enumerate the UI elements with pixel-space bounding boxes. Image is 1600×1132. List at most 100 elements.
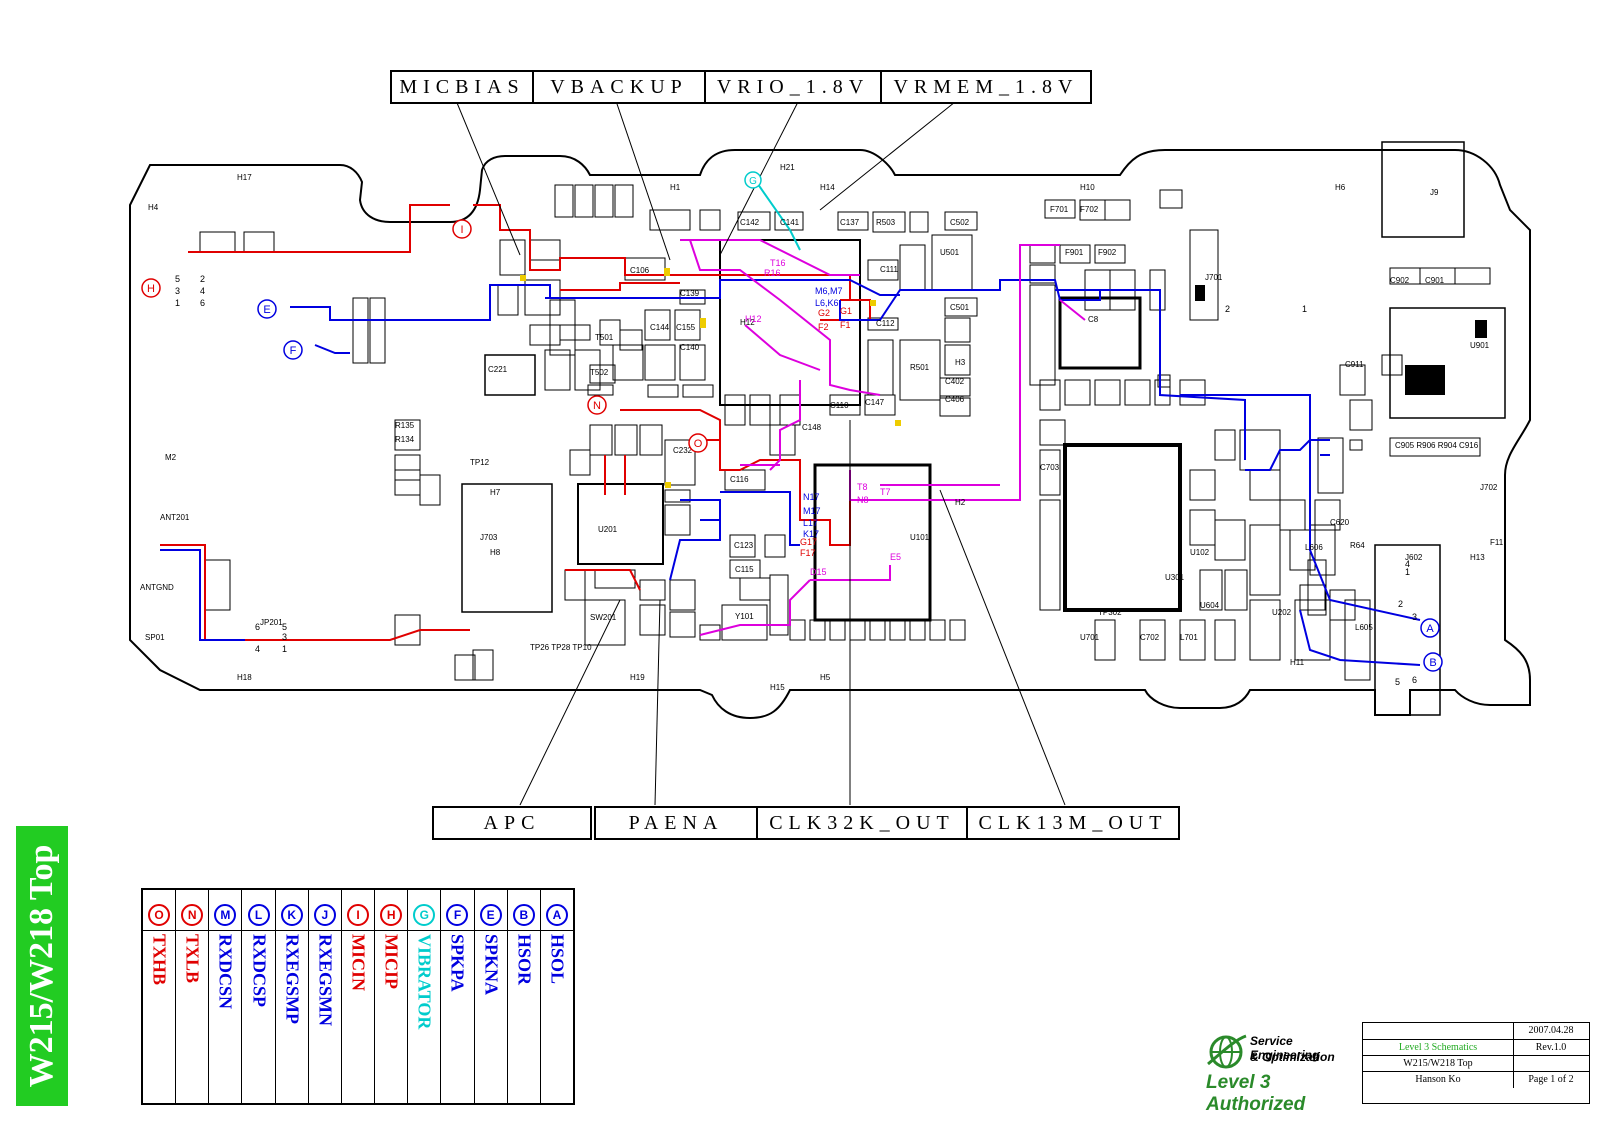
- logo-line-2: & Optimization: [1250, 1050, 1335, 1064]
- svg-text:5: 5: [282, 622, 287, 632]
- legend-col-spkpa: F SPKPA: [441, 890, 475, 1103]
- svg-text:M6,M7: M6,M7: [815, 286, 843, 296]
- svg-text:C115: C115: [735, 565, 754, 574]
- legend-marker: B: [512, 904, 535, 926]
- svg-text:C144: C144: [650, 323, 670, 332]
- svg-text:G2: G2: [818, 308, 830, 318]
- board-marker-n: N: [587, 395, 607, 415]
- svg-text:4: 4: [1405, 559, 1410, 569]
- svg-text:U604: U604: [1200, 601, 1220, 610]
- board-marker-g: G: [744, 171, 762, 189]
- legend-label: RXDCSP: [249, 934, 270, 1008]
- svg-text:H7: H7: [490, 488, 501, 497]
- service-engineering-logo: Service Engineering & Optimization Level…: [1200, 1030, 1350, 1115]
- title-author: Hanson Ko: [1363, 1072, 1514, 1088]
- legend-marker: I: [347, 904, 370, 926]
- svg-text:T16: T16: [770, 258, 786, 268]
- title-date: 2007.04.28: [1528, 1025, 1574, 1036]
- svg-text:C232: C232: [673, 446, 693, 455]
- legend-label: RXEGSMP: [282, 934, 303, 1024]
- svg-text:N8: N8: [857, 495, 869, 505]
- svg-text:2: 2: [1398, 599, 1403, 609]
- legend-col-rxdcsp: L RXDCSP: [242, 890, 276, 1103]
- legend-marker: H: [380, 904, 403, 926]
- legend-label: TXLB: [182, 934, 203, 984]
- svg-text:T501: T501: [595, 333, 614, 342]
- svg-text:U101: U101: [910, 533, 930, 542]
- legend-col-micin: I MICIN: [342, 890, 376, 1103]
- svg-text:T8: T8: [857, 482, 868, 492]
- svg-text:C901: C901: [1425, 276, 1445, 285]
- svg-text:Y101: Y101: [735, 612, 754, 621]
- svg-text:6: 6: [200, 298, 205, 308]
- svg-text:D15: D15: [810, 567, 827, 577]
- legend-marker: G: [413, 904, 436, 926]
- legend-col-txlb: N TXLB: [176, 890, 210, 1103]
- svg-text:C911: C911: [1345, 360, 1364, 369]
- logo-line-3: Level 3 Authorized: [1206, 1072, 1306, 1115]
- logo-line-1: Service Engineering: [1250, 1034, 1320, 1062]
- signal-box-micbias: MICBIAS: [390, 70, 534, 104]
- svg-text:C116: C116: [730, 475, 749, 484]
- svg-text:J9: J9: [1430, 188, 1439, 197]
- svg-text:L701: L701: [1180, 633, 1198, 642]
- svg-text:M17: M17: [803, 506, 821, 516]
- svg-text:C111: C111: [880, 265, 898, 274]
- svg-text:H18: H18: [237, 673, 252, 682]
- svg-text:C501: C501: [950, 303, 970, 312]
- legend-label: RXEGSMN: [315, 934, 336, 1027]
- board-marker-a: A: [1420, 618, 1440, 638]
- svg-text:E5: E5: [890, 552, 901, 562]
- signal-box-clk13m: CLK13M_OUT: [966, 806, 1180, 840]
- svg-text:H: H: [147, 283, 155, 295]
- legend-label: HSOR: [514, 934, 535, 986]
- cyan-traces: [754, 179, 801, 251]
- title-revision: Rev.1.0: [1535, 1042, 1567, 1053]
- svg-text:J703: J703: [480, 533, 498, 542]
- svg-text:ANTGND: ANTGND: [140, 583, 174, 592]
- svg-text:T7: T7: [880, 487, 891, 497]
- board-marker-e: E: [257, 299, 277, 319]
- legend-marker: N: [181, 904, 204, 926]
- svg-text:H6: H6: [1335, 183, 1346, 192]
- svg-text:J602: J602: [1405, 553, 1423, 562]
- svg-text:H17: H17: [237, 173, 252, 182]
- svg-text:H12: H12: [745, 314, 762, 324]
- magenta-traces: [680, 239, 1086, 636]
- svg-text:6: 6: [255, 622, 260, 632]
- svg-text:C155: C155: [676, 323, 696, 332]
- svg-text:F1: F1: [840, 320, 851, 330]
- legend-marker: J: [313, 904, 336, 926]
- component-grid: [199, 184, 1491, 681]
- svg-text:R501: R501: [910, 363, 930, 372]
- svg-text:F11: F11: [1490, 538, 1504, 547]
- svg-text:H21: H21: [780, 163, 795, 172]
- side-title-text: W215/W218 Top: [23, 844, 60, 1088]
- signal-box-apc: APC: [432, 806, 592, 840]
- globe-icon: [1207, 1034, 1247, 1069]
- svg-text:F702: F702: [1080, 205, 1099, 214]
- svg-text:F: F: [290, 345, 297, 357]
- svg-text:C620: C620: [1330, 518, 1350, 527]
- svg-text:L6,K6: L6,K6: [815, 298, 839, 308]
- svg-text:6: 6: [1412, 675, 1417, 685]
- board-marker-i: I: [452, 219, 472, 239]
- svg-text:A: A: [1426, 623, 1434, 635]
- svg-text:O: O: [694, 438, 703, 450]
- legend-marker: E: [479, 904, 502, 926]
- svg-text:H13: H13: [1470, 553, 1485, 562]
- board-marker-f: F: [283, 340, 303, 360]
- signal-box-vrio: VRIO_1.8V: [704, 70, 882, 104]
- signal-legend-table: O TXHB N TXLB M RXDCSN L RXDCSP K RXEGSM…: [141, 888, 575, 1105]
- title-model: W215/W218 Top: [1363, 1056, 1514, 1072]
- svg-text:C142: C142: [740, 218, 760, 227]
- svg-text:C8: C8: [1088, 315, 1099, 324]
- svg-text:U201: U201: [598, 525, 618, 534]
- svg-text:F901: F901: [1065, 248, 1084, 257]
- svg-text:G17: G17: [800, 537, 817, 547]
- svg-text:L605: L605: [1355, 623, 1373, 632]
- svg-text:1: 1: [1405, 567, 1410, 577]
